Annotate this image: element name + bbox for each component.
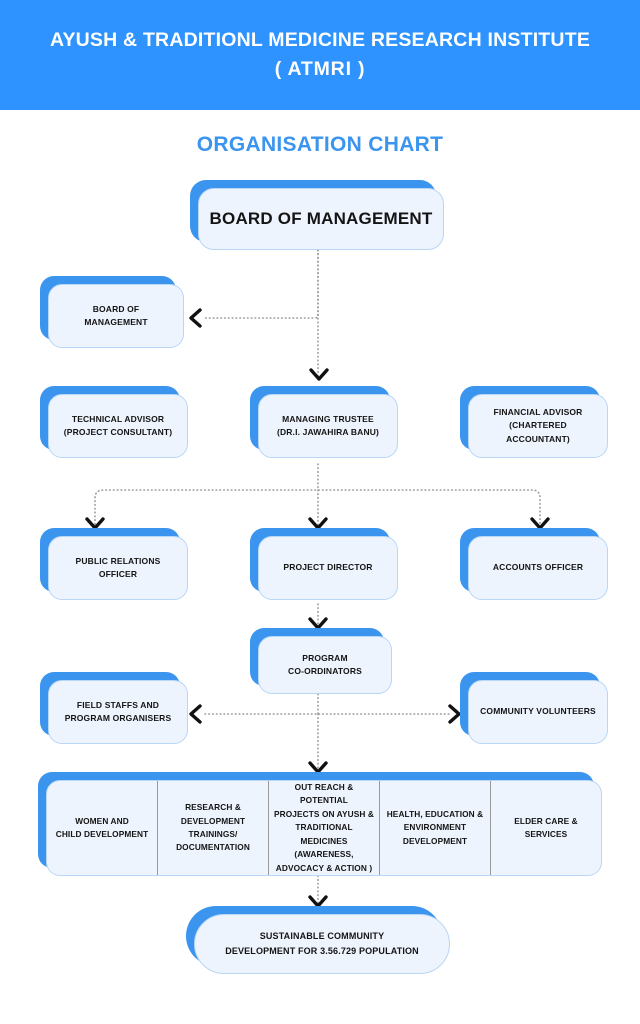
cell-label-line1: HEALTH, EDUCATION & [386,808,484,819]
cell-label-line1: OUT REACH & POTENTIAL [294,781,354,806]
node-face: PROJECT DIRECTOR [258,536,398,600]
edge-hero-to-board-left [204,249,319,319]
page-header-banner: AYUSH & TRADITIONL MEDICINE RESEARCH INS… [0,0,640,110]
node-label-line2: (PROJECT CONSULTANT) [63,427,173,437]
arrowhead-coordinators [308,617,328,630]
node-label-line1: BOARD OF [92,303,140,314]
cell-label-line1: WOMEN AND [75,815,129,826]
cell-label-line2: DEVELOPMENT [180,815,246,826]
arrowhead-accounts-officer [530,517,550,530]
node-label-line1: SUSTAINABLE COMMUNITY [259,930,385,941]
node-public-relations-officer[interactable]: PUBLIC RELATIONS OFFICER [40,528,188,600]
node-label-line2: OFFICER [98,569,138,579]
cell-label-line4: DOCUMENTATION [176,842,250,853]
node-face: MANAGING TRUSTEE (DR.I. JAWAHIRA BANU) [258,394,398,458]
cell-label-line5: ADVOCACY & ACTION ) [275,862,373,873]
band-cell-health-education-environment[interactable]: HEALTH, EDUCATION & ENVIRONMENT DEVELOPM… [380,781,491,875]
band-cell-elder-care-services[interactable]: ELDER CARE & SERVICES [491,781,601,875]
arrowhead-project-director [308,517,328,530]
node-face: FIELD STAFFS AND PROGRAM ORGANISERS [48,680,188,744]
node-board-of-management-top[interactable]: BOARD OF MANAGEMENT [190,180,444,250]
institute-acronym: ( ATMRI ) [274,58,366,80]
node-financial-advisor[interactable]: FINANCIAL ADVISOR (CHARTERED ACCOUNTANT) [460,386,608,458]
arrowhead-outcome [308,895,328,908]
node-face: SUSTAINABLE COMMUNITY DEVELOPMENT FOR 3.… [194,914,450,974]
node-sustainable-community-development[interactable]: SUSTAINABLE COMMUNITY DEVELOPMENT FOR 3.… [186,906,450,974]
node-board-of-management-left[interactable]: BOARD OF MANAGEMENT [40,276,184,348]
cell-label-line1: ELDER CARE & [514,815,578,826]
cell-label-line3: DEVELOPMENT [402,835,468,846]
cell-label-line4: (AWARENESS, [294,849,354,860]
program-activities-band: WOMEN AND CHILD DEVELOPMENT RESEARCH & D… [38,772,602,876]
cell-label-line2: SERVICES [524,829,568,839]
node-label-line2: (DR.I. JAWAHIRA BANU) [277,427,379,437]
cell-label-line3: TRADITIONAL MEDICINES [295,822,353,846]
page-title: ORGANISATION CHART [196,133,444,156]
node-label-line1: MANAGING TRUSTEE [282,413,374,424]
node-label-line1: PROGRAM [302,652,348,663]
cell-label-line2: CHILD DEVELOPMENT [55,829,149,839]
node-label-line1: TECHNICAL ADVISOR [71,413,165,424]
band-face: WOMEN AND CHILD DEVELOPMENT RESEARCH & D… [46,780,602,876]
node-program-coordinators[interactable]: PROGRAM CO-ORDINATORS [250,628,392,694]
cell-label-line2: ENVIRONMENT [403,822,467,833]
node-label: BOARD OF MANAGEMENT [209,208,433,228]
node-face: FINANCIAL ADVISOR (CHARTERED ACCOUNTANT) [468,394,608,458]
node-project-director[interactable]: PROJECT DIRECTOR [250,528,398,600]
node-community-volunteers[interactable]: COMMUNITY VOLUNTEERS [460,672,608,744]
node-face: ACCOUNTS OFFICER [468,536,608,600]
node-label-line1: PUBLIC RELATIONS [75,555,161,566]
arrowhead-program-band [308,761,328,774]
node-label-line2: CO-ORDINATORS [288,666,362,676]
cell-label-line1: RESEARCH & [185,802,241,813]
cell-label-line2: PROJECTS ON AYUSH & [274,808,374,819]
node-accounts-officer[interactable]: ACCOUNTS OFFICER [460,528,608,600]
band-cell-research-and-development[interactable]: RESEARCH & DEVELOPMENT TRAININGS/ DOCUME… [158,781,269,875]
band-cell-women-and-child-development[interactable]: WOMEN AND CHILD DEVELOPMENT [47,781,158,875]
node-label-line2: DEVELOPMENT FOR 3.56.729 POPULATION [225,946,419,956]
institute-name-line1: AYUSH & TRADITIONL MEDICINE RESEARCH INS… [49,29,591,51]
node-face: COMMUNITY VOLUNTEERS [468,680,608,744]
node-field-staffs[interactable]: FIELD STAFFS AND PROGRAM ORGANISERS [40,672,188,744]
node-technical-advisor[interactable]: TECHNICAL ADVISOR (PROJECT CONSULTANT) [40,386,188,458]
arrowhead-field-staffs [189,704,202,724]
cell-label-line3: TRAININGS/ [188,829,238,839]
node-label-line2: MANAGEMENT [84,317,148,327]
arrowhead-community-volunteers [448,704,461,724]
node-label-line1: FIELD STAFFS AND [76,699,160,710]
node-label: ACCOUNTS OFFICER [492,562,584,573]
node-label-line2: PROGRAM ORGANISERS [64,713,172,723]
node-face: PROGRAM CO-ORDINATORS [258,636,392,694]
arrowhead-public-relations [85,517,105,530]
node-label-line2: (CHARTERED ACCOUNTANT) [506,420,570,444]
band-cell-out-reach-projects[interactable]: OUT REACH & POTENTIAL PROJECTS ON AYUSH … [269,781,380,875]
node-managing-trustee[interactable]: MANAGING TRUSTEE (DR.I. JAWAHIRA BANU) [250,386,398,458]
node-face: BOARD OF MANAGEMENT [48,284,184,348]
edge-bus-row4 [94,489,541,529]
node-label-line1: FINANCIAL ADVISOR [493,407,583,418]
node-label: PROJECT DIRECTOR [283,562,373,573]
node-face: BOARD OF MANAGEMENT [198,188,444,250]
node-face: PUBLIC RELATIONS OFFICER [48,536,188,600]
node-face: TECHNICAL ADVISOR (PROJECT CONSULTANT) [48,394,188,458]
arrowhead-left-board [189,308,202,328]
node-label: COMMUNITY VOLUNTEERS [480,706,596,717]
arrowhead-managing-trustee [309,368,329,381]
